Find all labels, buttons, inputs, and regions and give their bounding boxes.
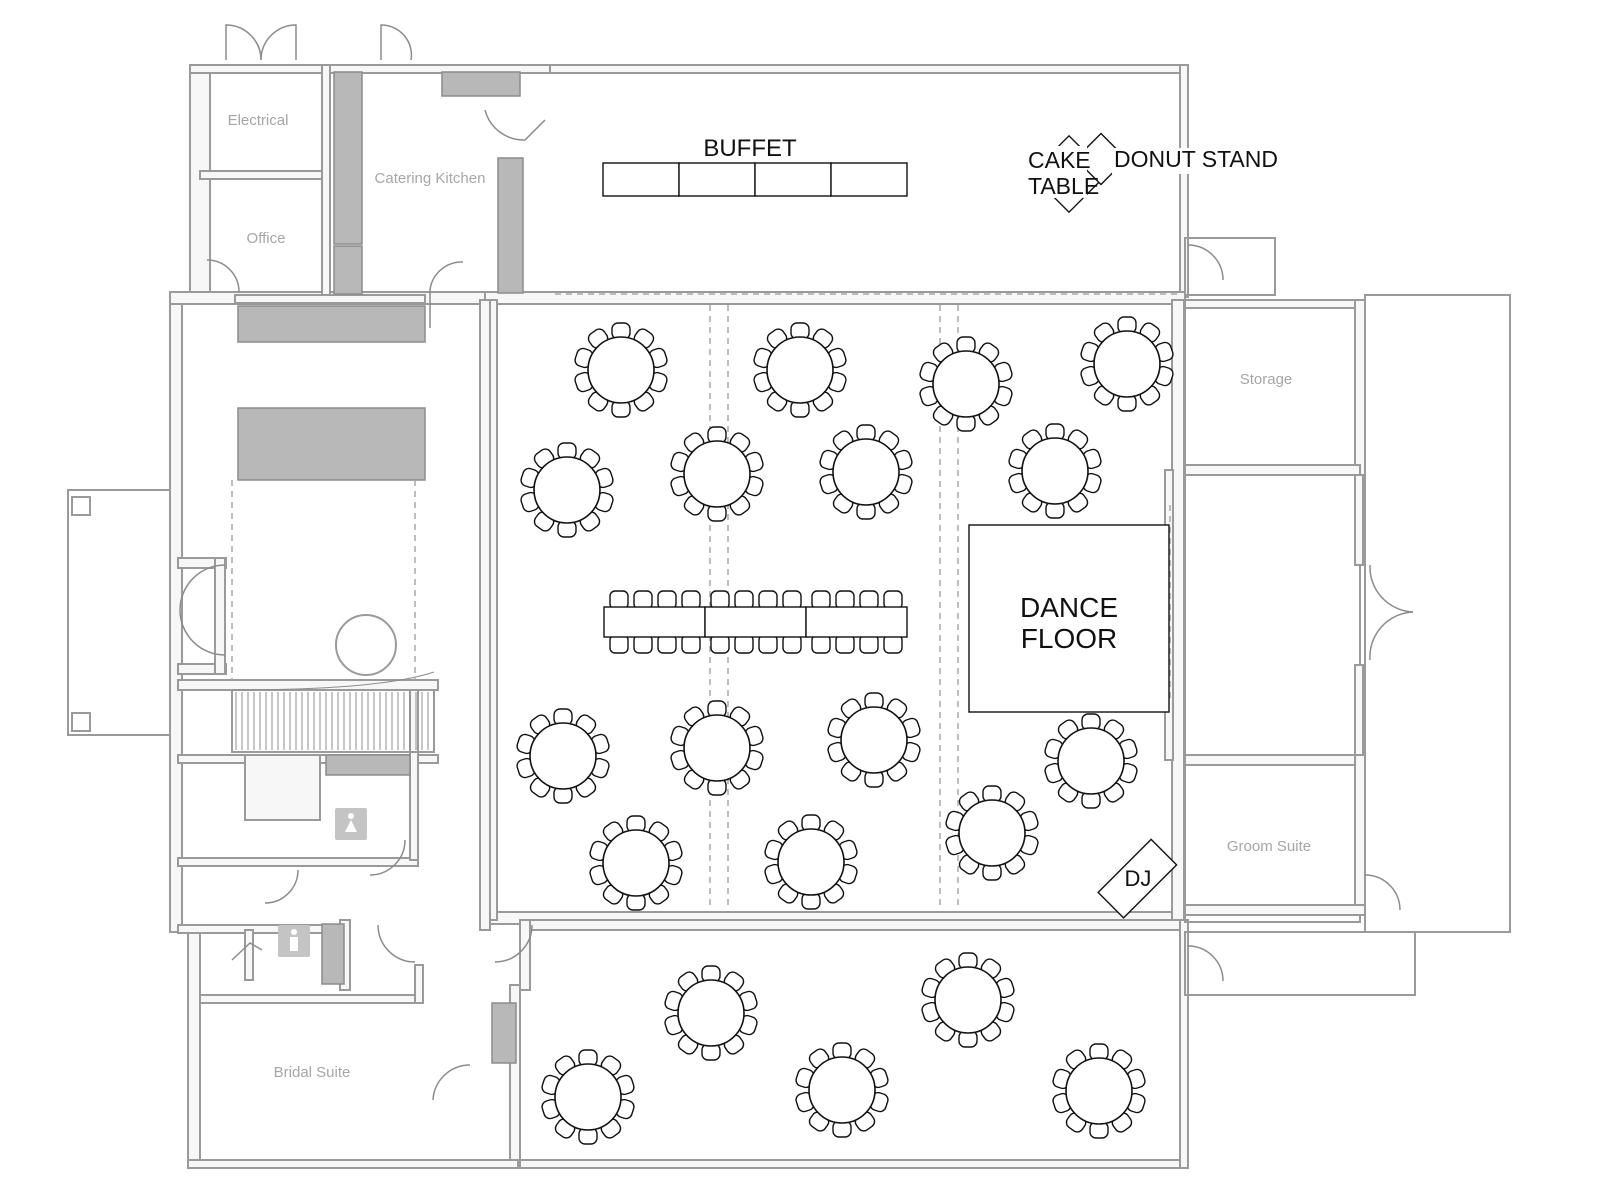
round-table-top — [840, 706, 908, 774]
round-table — [764, 814, 858, 910]
round-table — [945, 785, 1039, 881]
head-table — [603, 590, 908, 654]
head-table-segment — [704, 606, 807, 638]
chair — [681, 590, 701, 610]
round-table — [664, 965, 758, 1061]
round-table — [520, 442, 614, 538]
chair — [758, 634, 778, 654]
room-labels: Electrical Catering Kitchen Office Stora… — [228, 112, 1312, 1081]
restroom-women-icon — [335, 808, 367, 840]
staircase — [231, 614, 435, 753]
round-table-top — [777, 828, 845, 896]
dance-floor: DANCE FLOOR — [968, 524, 1170, 713]
cake-table-label-line2: TABLE — [1028, 173, 1099, 199]
buffet-table: BUFFET — [602, 135, 908, 197]
chair — [859, 590, 879, 610]
round-table-top — [808, 1056, 876, 1124]
round-table-top — [683, 714, 751, 782]
round-table-top — [602, 829, 670, 897]
round-table-top — [533, 456, 601, 524]
chair — [883, 634, 903, 654]
room-label-groom-suite: Groom Suite — [1227, 838, 1311, 855]
chair — [657, 634, 677, 654]
chair — [681, 634, 701, 654]
head-table-segment — [603, 606, 706, 638]
room-label-electrical: Electrical — [228, 112, 289, 129]
chair — [811, 634, 831, 654]
round-table — [1044, 713, 1138, 809]
round-table-top — [932, 350, 1000, 418]
chair — [609, 634, 629, 654]
chair — [835, 634, 855, 654]
round-table — [921, 952, 1015, 1048]
dance-floor-label-line1: DANCE — [1020, 592, 1118, 623]
round-table-top — [958, 799, 1026, 867]
round-table-top — [677, 979, 745, 1047]
doors — [179, 24, 1414, 1101]
dj-booth: DJ — [1097, 838, 1178, 919]
chair — [758, 590, 778, 610]
round-table — [1052, 1043, 1146, 1139]
round-table-top — [766, 336, 834, 404]
room-label-storage: Storage — [1240, 371, 1293, 388]
round-table — [541, 1049, 635, 1145]
chair — [609, 590, 629, 610]
round-table — [1008, 423, 1102, 519]
round-table — [670, 426, 764, 522]
round-table-top — [529, 722, 597, 790]
chair — [633, 634, 653, 654]
buffet-label: BUFFET — [703, 135, 797, 162]
restroom-men-icon — [278, 925, 310, 957]
round-table-top — [587, 336, 655, 404]
chair — [811, 590, 831, 610]
chair — [734, 590, 754, 610]
round-table — [1080, 316, 1174, 412]
round-table — [795, 1042, 889, 1138]
round-table — [670, 700, 764, 796]
round-table — [827, 692, 921, 788]
round-table-top — [934, 966, 1002, 1034]
round-table-top — [683, 440, 751, 508]
round-table — [753, 322, 847, 418]
chair — [710, 590, 730, 610]
donut-stand-label: DONUT STAND — [1114, 146, 1278, 172]
dj-label: DJ — [1125, 866, 1152, 891]
round-table-top — [554, 1063, 622, 1131]
round-table-top — [832, 438, 900, 506]
round-table-top — [1065, 1057, 1133, 1125]
round-table — [516, 708, 610, 804]
chair — [883, 590, 903, 610]
chair — [734, 634, 754, 654]
chair — [710, 634, 730, 654]
chair — [782, 634, 802, 654]
round-table-top — [1057, 727, 1125, 795]
round-table-top — [1021, 437, 1089, 505]
fixtures — [237, 71, 524, 1064]
room-label-catering-kitchen: Catering Kitchen — [375, 170, 486, 187]
dance-floor-label-line2: FLOOR — [1021, 623, 1117, 654]
chair — [859, 634, 879, 654]
round-table — [589, 815, 683, 911]
round-table — [574, 322, 668, 418]
chair — [657, 590, 677, 610]
room-label-bridal-suite: Bridal Suite — [274, 1064, 351, 1081]
round-tables — [516, 316, 1174, 1145]
round-table — [919, 336, 1013, 432]
cake-table-label-line1: CAKE — [1028, 147, 1091, 173]
room-label-office: Office — [247, 230, 286, 247]
round-table-top — [1093, 330, 1161, 398]
round-table — [819, 424, 913, 520]
chair — [835, 590, 855, 610]
head-table-segment — [805, 606, 908, 638]
chair — [633, 590, 653, 610]
chair — [782, 590, 802, 610]
